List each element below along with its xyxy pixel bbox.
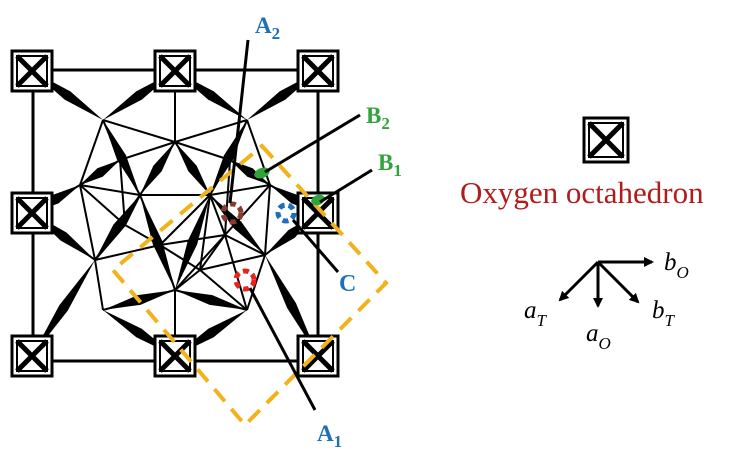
octahedron-wedge — [265, 255, 318, 356]
bond-line — [199, 269, 248, 311]
octahedron-wedge — [80, 160, 120, 185]
bond-line — [119, 141, 176, 161]
octahedron-wedge — [175, 290, 247, 310]
at-arrow — [558, 260, 600, 302]
octahedron-wedge — [230, 160, 270, 185]
octahedron-icon — [10, 49, 54, 93]
bond-line — [174, 141, 231, 161]
c-leader-line — [291, 219, 340, 273]
bond-line — [209, 194, 226, 236]
bond-line — [79, 119, 104, 186]
octahedron-icon — [582, 116, 630, 164]
bond-line — [79, 184, 126, 226]
bond-line — [79, 184, 141, 196]
octahedron-wedge — [175, 142, 210, 195]
bond-line — [174, 119, 248, 143]
axis-label-bo: bO — [664, 249, 689, 282]
octahedron-wedge — [103, 120, 140, 195]
a2-site-marker — [220, 201, 244, 225]
label-c: C — [339, 271, 356, 297]
bond-line — [94, 259, 104, 311]
bond-line — [94, 244, 161, 261]
label-a2: A2 — [255, 13, 280, 43]
octahedral-network — [31, 71, 319, 356]
octahedron-wedge — [140, 142, 175, 195]
bond-line — [79, 184, 96, 261]
bt-arrow — [596, 260, 640, 304]
b2-leader-line — [264, 113, 361, 174]
bond-line — [264, 184, 271, 256]
octahedron-icon — [10, 191, 54, 235]
label-b2: B2 — [366, 103, 390, 133]
octahedron-icon — [153, 49, 197, 93]
b1-leader-line — [319, 168, 373, 204]
axis-arrows — [558, 257, 654, 308]
bond-line — [199, 194, 211, 271]
orthorhombic-cell-dashed-outline — [110, 143, 389, 428]
octahedron-wedge — [95, 195, 140, 260]
octahedron-wedge — [140, 195, 175, 290]
octahedron-wedge — [175, 195, 210, 290]
bond-line — [224, 234, 248, 311]
leader-lines — [228, 39, 373, 411]
c-site-marker — [275, 202, 297, 224]
bond-line — [102, 119, 176, 143]
octahedron-icon — [296, 334, 340, 378]
axis-label-at: aT — [524, 297, 548, 330]
bond-line — [124, 194, 141, 226]
axis-label-bt: bT — [652, 297, 676, 330]
label-a1: A1 — [317, 421, 342, 451]
a1-site-marker — [233, 268, 257, 292]
bond-line — [209, 184, 271, 196]
legend: Oxygen octahedron — [460, 116, 704, 210]
bond-line — [174, 234, 226, 291]
legend-label: Oxygen octahedron — [460, 175, 704, 210]
a1-leader-line — [248, 287, 317, 411]
a2-leader-line — [228, 39, 250, 204]
tetragonal-tungsten-bronze-lattice — [10, 49, 340, 378]
site-markers — [220, 167, 325, 292]
octahedron-wedge — [32, 260, 95, 356]
octahedron-icon — [153, 334, 197, 378]
octahedron-icon — [296, 49, 340, 93]
label-b1: B1 — [378, 150, 402, 180]
axis-label-ao: aO — [586, 320, 611, 353]
octahedron-icon — [10, 334, 54, 378]
bond-line — [159, 194, 211, 246]
bond-line — [224, 234, 266, 256]
bond-line — [224, 184, 271, 236]
bond-line — [159, 244, 201, 271]
